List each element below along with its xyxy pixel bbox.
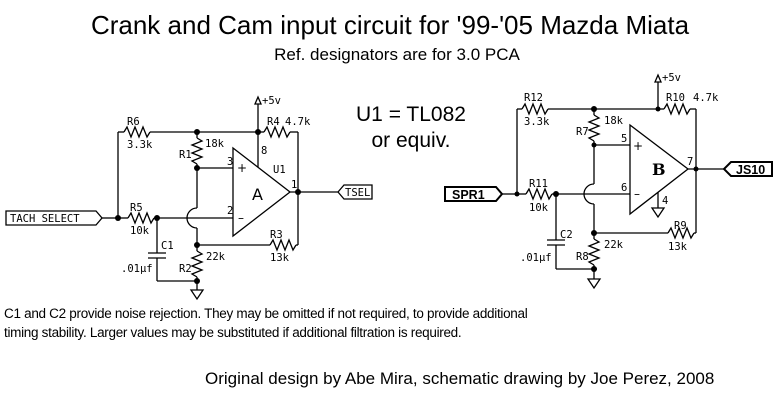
r12-value: 3.3k: [524, 116, 550, 128]
tach-select-label: TACH SELECT: [10, 213, 80, 225]
r7-ref: R7: [576, 126, 589, 138]
c2-ref: C2: [560, 229, 573, 241]
capacitor-note: C1 and C2 provide noise rejection. They …: [4, 304, 528, 342]
supply-5v-b: +5v: [654, 72, 681, 109]
circuit-a: TACH SELECT R6 3.3k +5v R4 4.7k: [5, 95, 373, 301]
pin1-label: 1: [291, 179, 297, 191]
pin8-label: 8: [261, 145, 267, 157]
supply-5v-label: +5v: [262, 95, 281, 107]
opamp-letter-b: B: [652, 160, 666, 179]
r5-value: 10k: [130, 225, 150, 237]
r1-ref: R1: [179, 149, 192, 161]
r2-value: 22k: [206, 251, 226, 263]
r8-value: 22k: [604, 239, 624, 251]
u1-part-note: U1 = TL082 or equiv.: [336, 102, 486, 154]
supply-5v-a: +5v: [254, 95, 281, 132]
r1-value: 18k: [205, 138, 225, 150]
ground-icon: [650, 207, 666, 219]
r11-value: 10k: [529, 202, 549, 214]
r6-ref: R6: [127, 116, 140, 128]
tsel-label: TSEL: [345, 187, 370, 199]
js10-label: JS10: [736, 163, 765, 177]
supply-5v-label: +5v: [662, 72, 681, 84]
r8-ref: R8: [576, 251, 589, 263]
resistor-r9: R9 13k: [667, 220, 695, 253]
c1-value: .01µf: [121, 263, 153, 275]
plus-symbol: +: [633, 139, 643, 153]
pin3-label: 3: [227, 156, 233, 168]
spr1-port: SPR1: [444, 186, 517, 202]
r2-ref: R2: [179, 263, 192, 275]
r3-value: 13k: [270, 252, 290, 264]
pin5-label: 5: [621, 133, 627, 145]
minus-symbol: –: [634, 187, 640, 201]
spr1-label: SPR1: [452, 188, 485, 202]
r7-value: 18k: [604, 115, 624, 127]
resistor-r2: 22k R2: [179, 250, 226, 278]
r3-ref: R3: [270, 229, 283, 241]
c1-ref: C1: [161, 240, 174, 252]
opamp-a: 3 + 2 – A U1 1 8: [227, 132, 297, 238]
pin4-label: 4: [662, 195, 668, 207]
resistor-r5: R5 10k: [127, 202, 155, 237]
r4-value: 4.7k: [285, 116, 311, 128]
credit-line: Original design by Abe Mira, schematic d…: [205, 369, 715, 388]
r9-value: 13k: [668, 241, 688, 253]
note-line2: timing stability. Larger values may be s…: [4, 325, 462, 340]
pin6-label: 6: [621, 182, 627, 194]
resistor-r11: R11 10k: [525, 178, 553, 214]
resistor-r3: R3 13k: [269, 229, 297, 264]
ground-icon: [189, 289, 205, 301]
u1-ref: U1: [273, 164, 286, 176]
r11-ref: R11: [529, 178, 548, 190]
u1-note-line1: U1 = TL082: [356, 103, 466, 126]
r10-ref: R10: [666, 92, 685, 104]
r6-value: 3.3k: [127, 139, 153, 151]
schematic-title: Crank and Cam input circuit for '99-'05 …: [90, 10, 690, 40]
minus-symbol: –: [238, 211, 244, 225]
pin7-label: 7: [687, 156, 693, 168]
capacitor-c1: C1 .01µf: [121, 240, 174, 275]
resistor-r6: R6 3.3k: [123, 116, 153, 151]
ground-icon: [586, 278, 602, 290]
plus-symbol: +: [237, 161, 247, 175]
js10-port: JS10: [722, 161, 773, 177]
r10-value: 4.7k: [693, 92, 719, 104]
r12-ref: R12: [524, 92, 543, 104]
resistor-r12: R12 3.3k: [521, 92, 550, 128]
pin2-label: 2: [227, 205, 233, 217]
note-line1: C1 and C2 provide noise rejection. They …: [4, 306, 528, 321]
junction-dot: [591, 266, 597, 272]
opamp-b: 5 + 6 – B 7 4: [621, 123, 693, 219]
tach-select-port: TACH SELECT: [5, 210, 118, 226]
r9-ref: R9: [674, 220, 687, 232]
u1-note-line2: or equiv.: [371, 129, 451, 152]
resistor-r1: 18k R1: [179, 137, 225, 165]
opamp-letter-a: A: [252, 185, 263, 204]
resistor-r4: R4 4.7k: [263, 116, 311, 139]
circuit-b: SPR1 R12 3.3k +5v R10 4.7k: [444, 72, 773, 290]
c2-value: .01µf: [520, 252, 552, 264]
junction-dot: [194, 278, 200, 284]
resistor-r8: 22k R8: [576, 238, 624, 266]
resistor-r7: 18k R7: [576, 114, 624, 142]
schematic-subtitle: Ref. designators are for 3.0 PCA: [274, 45, 520, 64]
capacitor-c2: C2 .01µf: [520, 229, 573, 264]
tsel-port: TSEL: [337, 184, 373, 200]
r5-ref: R5: [130, 202, 143, 214]
r4-ref: R4: [267, 116, 280, 128]
resistor-r10: R10 4.7k: [663, 92, 719, 116]
